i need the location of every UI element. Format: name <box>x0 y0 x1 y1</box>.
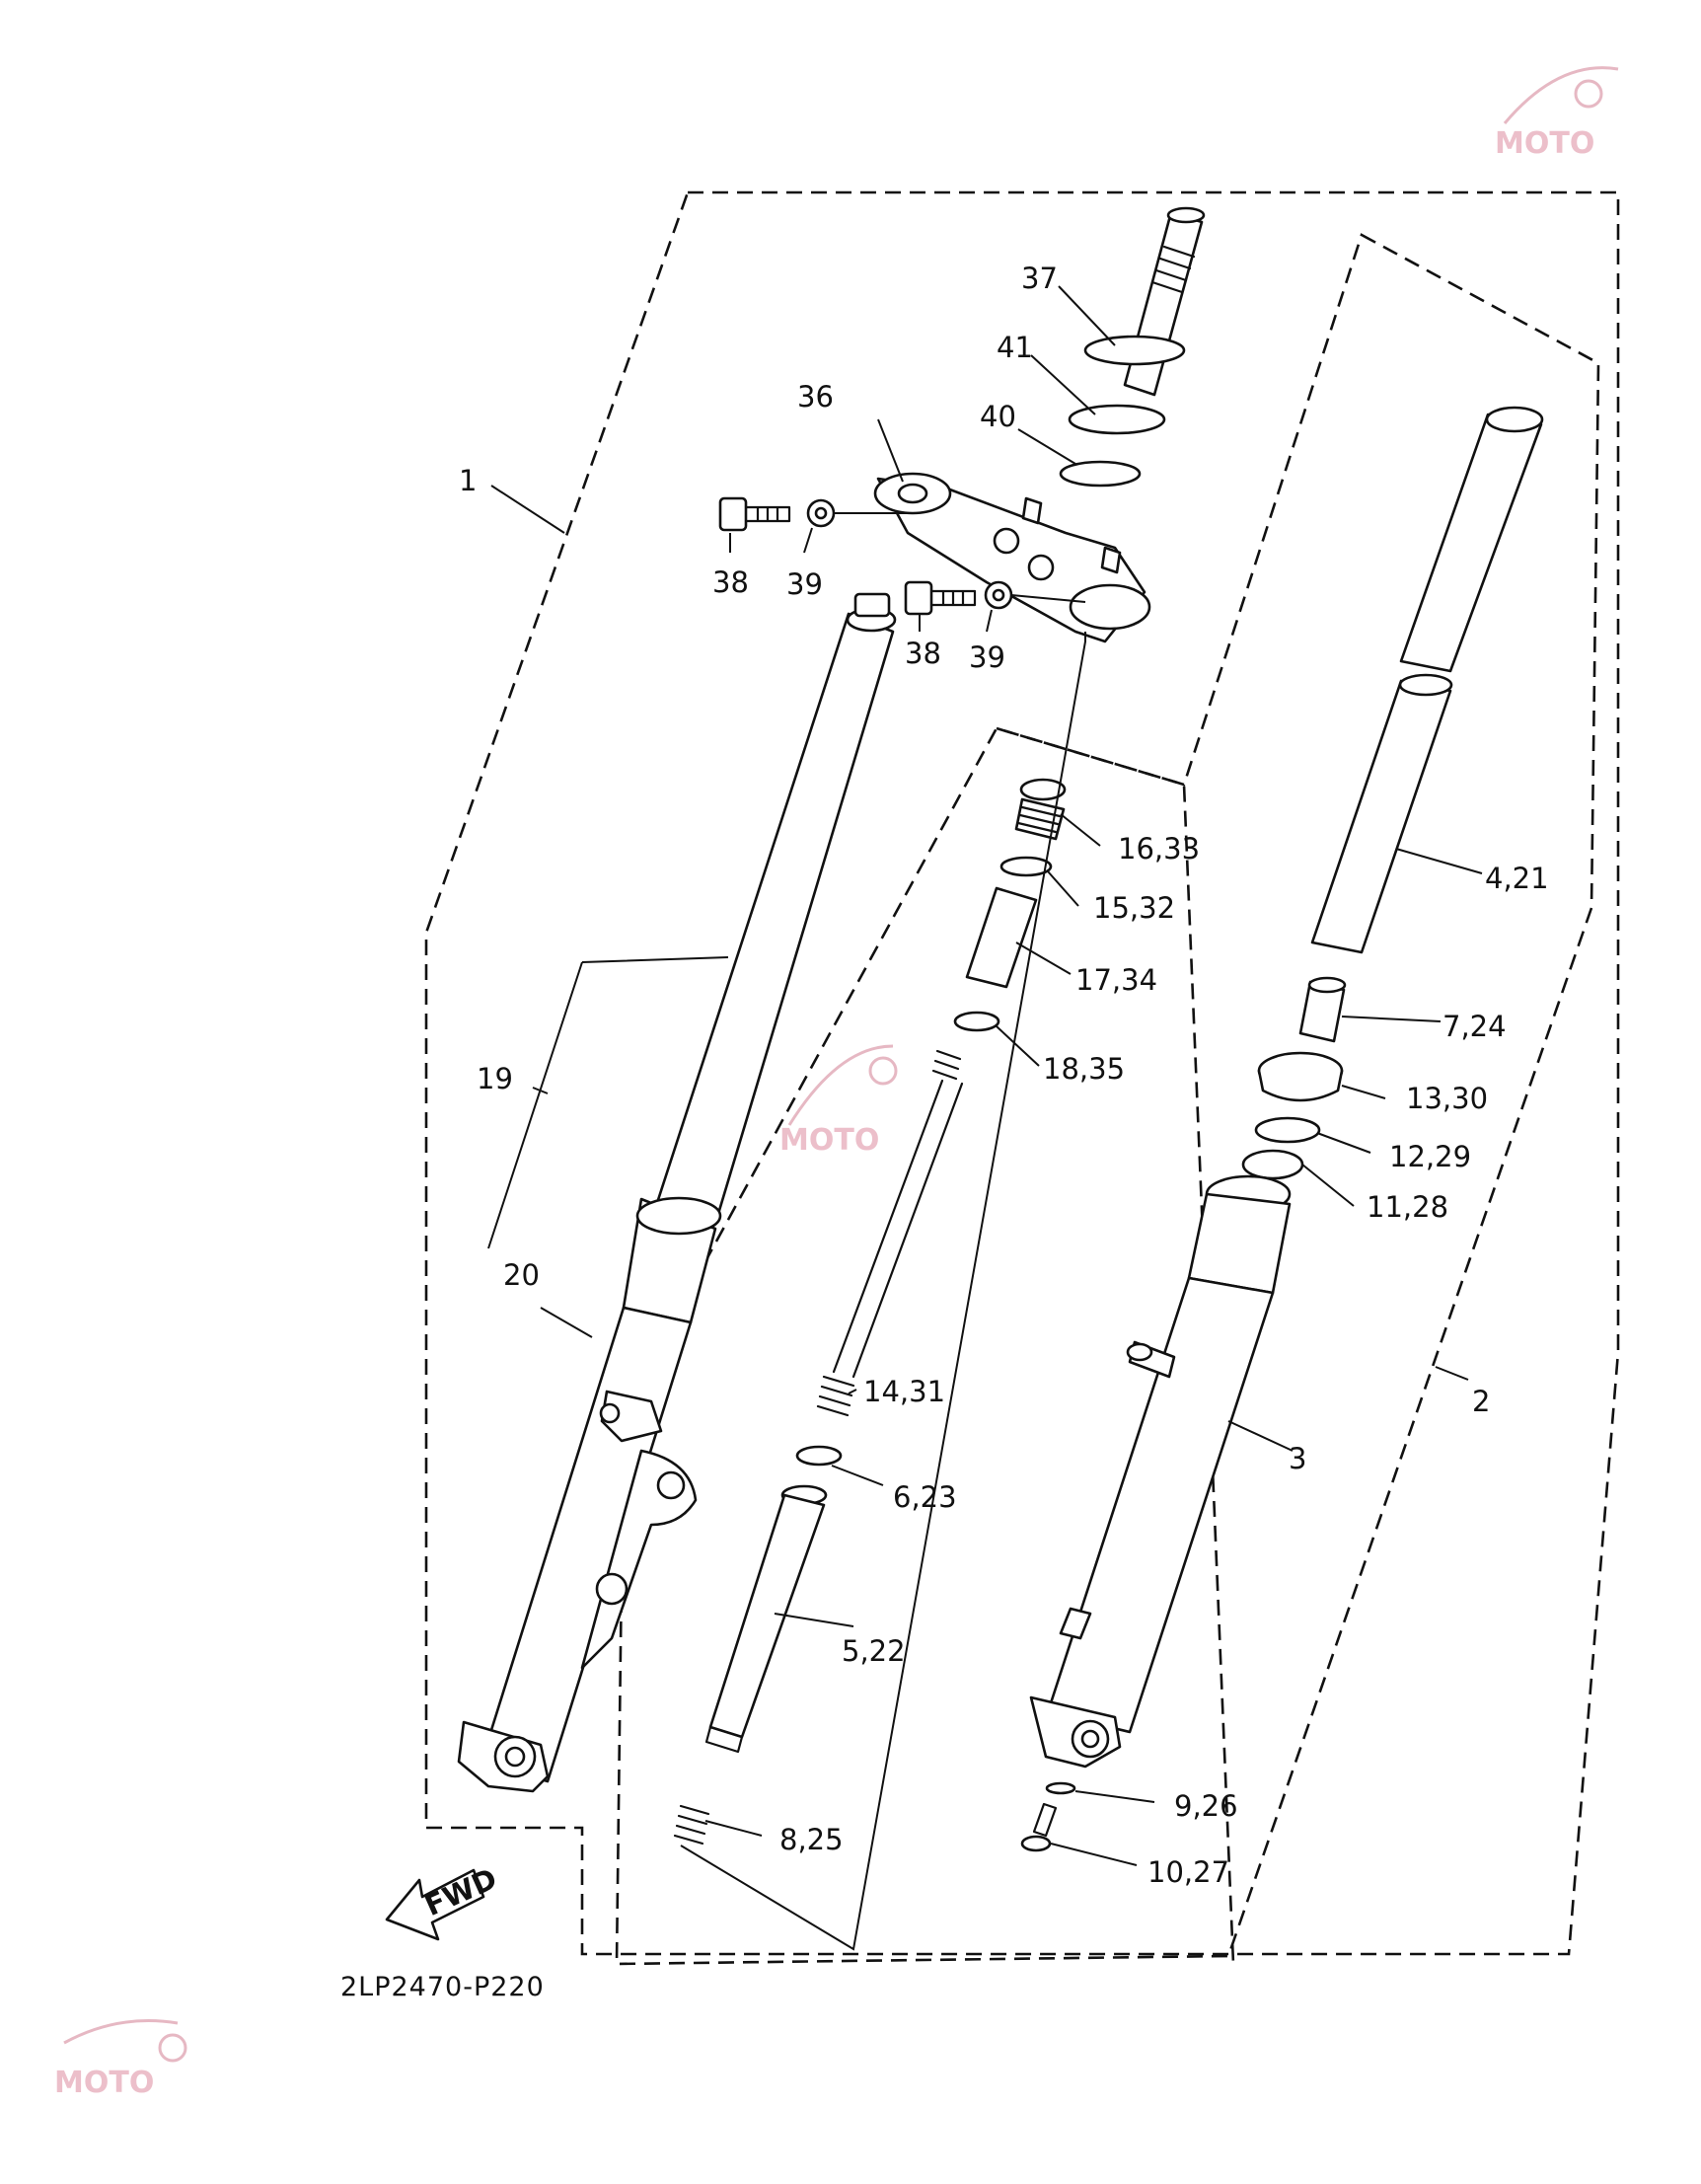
callout-10-27: 10,27 <box>1147 1855 1229 1889</box>
callout-19: 19 <box>477 1062 513 1095</box>
oil-seal-clip <box>1254 1116 1321 1144</box>
assembly-outline-1 <box>424 190 1620 1956</box>
callout-11-28: 11,28 <box>1367 1190 1448 1224</box>
fork-spring <box>816 1049 964 1417</box>
callout-17-34: 17,34 <box>1075 963 1157 997</box>
spring-seat <box>953 1011 1000 1032</box>
callout-4-21: 4,21 <box>1485 862 1549 895</box>
fork-cap-bolt <box>1014 778 1067 841</box>
svg-text:MOTO: MOTO <box>779 1123 879 1158</box>
callout-39-upper: 39 <box>786 567 823 601</box>
callout-16-33: 16,33 <box>1118 832 1200 866</box>
left-fork-outer-tube <box>457 1196 722 1793</box>
callout-15-32: 15,32 <box>1093 891 1175 925</box>
slide-bushing <box>1298 976 1347 1043</box>
damper-rod-ring <box>795 1445 843 1467</box>
rebound-spring <box>673 1804 710 1845</box>
watermark-logo-top-right: MOTO <box>1495 66 1619 161</box>
dust-seal <box>1257 1051 1344 1102</box>
lower-triple-clamp <box>873 472 1151 643</box>
steering-stem <box>1059 206 1206 488</box>
callout-41: 41 <box>997 331 1033 364</box>
o-ring <box>999 856 1053 877</box>
pinch-bolt-lower <box>904 580 977 616</box>
spacer-collar <box>965 886 1038 989</box>
drain-washer <box>1045 1781 1076 1795</box>
washer-lower <box>984 580 1013 610</box>
pinch-bolt-upper <box>718 496 791 532</box>
callout-36: 36 <box>797 380 834 414</box>
callout-6-23: 6,23 <box>893 1480 957 1514</box>
callout-18-35: 18,35 <box>1043 1052 1125 1086</box>
callout-13-30: 13,30 <box>1406 1082 1488 1115</box>
callout-39-lower: 39 <box>969 640 1005 674</box>
callout-37: 37 <box>1021 262 1058 295</box>
svg-text:FWD: FWD <box>419 1861 501 1922</box>
callout-14-31: 14,31 <box>863 1375 945 1408</box>
callout-12-29: 12,29 <box>1389 1140 1471 1173</box>
drain-bolt <box>1020 1802 1058 1852</box>
callout-5-22: 5,22 <box>842 1634 906 1668</box>
right-fork-inner-tube-lower <box>1310 673 1453 954</box>
callout-38-lower: 38 <box>905 637 941 670</box>
bolt-axis-lines <box>834 512 1086 603</box>
callout-7-24: 7,24 <box>1442 1010 1507 1043</box>
oil-seal <box>1241 1149 1304 1180</box>
damper-rod <box>704 1484 828 1754</box>
washer-upper <box>806 498 836 528</box>
right-fork-outer-tube <box>1029 1174 1292 1769</box>
callout-8-25: 8,25 <box>779 1823 844 1856</box>
svg-text:MOTO: MOTO <box>1495 126 1594 161</box>
svg-text:MOTO: MOTO <box>54 2066 154 2100</box>
right-fork-inner-tube-upper <box>1399 406 1544 673</box>
callout-3: 3 <box>1289 1442 1306 1475</box>
callout-1: 1 <box>459 464 477 497</box>
watermark-logo-bottom-left: MOTO <box>54 2019 187 2100</box>
callout-20: 20 <box>503 1258 540 1292</box>
diagram-code: 2LP2470-P220 <box>340 1972 545 2002</box>
callout-38-upper: 38 <box>712 565 749 599</box>
assembly-outline-2 <box>615 233 1600 1966</box>
forward-direction-arrow: FWD <box>385 1861 502 1941</box>
leader-lines <box>487 285 1483 1951</box>
callout-40: 40 <box>980 400 1016 433</box>
watermark-logo-center: MOTO <box>779 1044 898 1158</box>
callout-9-26: 9,26 <box>1174 1789 1238 1823</box>
callout-2: 2 <box>1472 1385 1490 1418</box>
